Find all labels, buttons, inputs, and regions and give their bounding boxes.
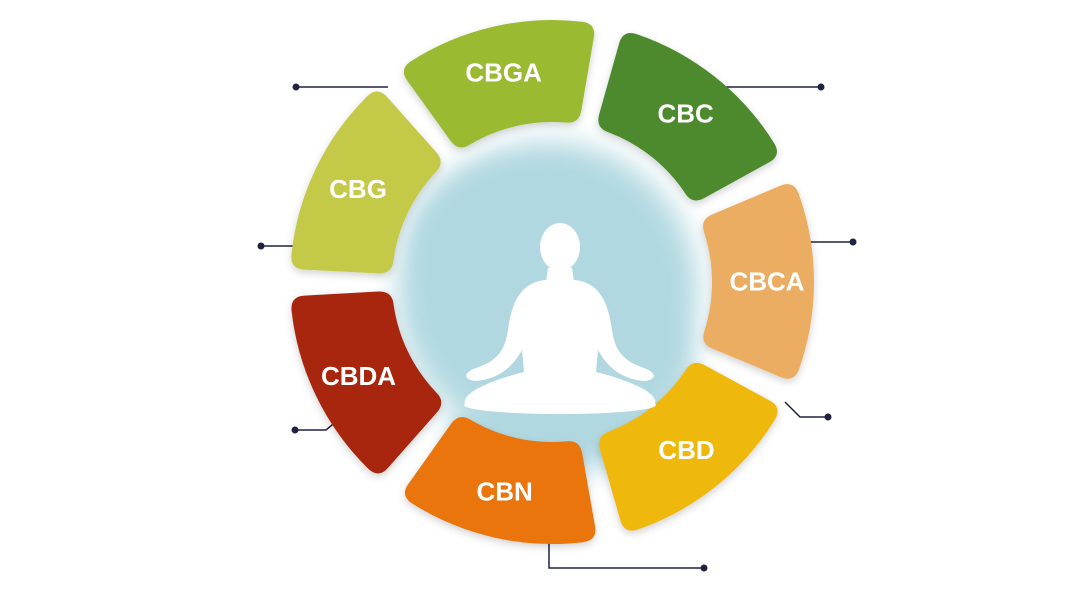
segment-label-cbga: CBGA xyxy=(465,58,542,88)
segment-cbg xyxy=(291,91,441,274)
segment-cbca xyxy=(702,184,814,379)
meditation-figure-icon xyxy=(464,223,656,414)
segment-labels: CBGA CBC CBCA CBD CBN CBDA CBG xyxy=(321,58,805,507)
segment-label-cbda: CBDA xyxy=(321,361,396,391)
connector-dot-cbc xyxy=(817,83,825,91)
connector-dot-cbca xyxy=(849,238,857,246)
connector-dot-cbda xyxy=(291,426,299,434)
segment-cbda xyxy=(291,291,442,474)
segment-cbc xyxy=(598,32,777,201)
segment-cbn xyxy=(404,416,596,544)
segment-cbd xyxy=(599,362,778,531)
connector-dot-cbn xyxy=(700,564,708,572)
ring-segments xyxy=(291,20,814,544)
segment-label-cbd: CBD xyxy=(658,435,714,465)
connector-dot-cbd xyxy=(824,413,832,421)
connector-line-cbn xyxy=(548,540,704,569)
connector-dot-cbga xyxy=(292,83,300,91)
connector-line-cbd xyxy=(784,401,828,418)
segment-label-cbn: CBN xyxy=(477,477,533,507)
segment-cbga xyxy=(403,20,595,148)
segment-label-cbca: CBCA xyxy=(729,266,804,296)
segment-label-cbg: CBG xyxy=(329,174,387,204)
connector-dot-cbg xyxy=(257,242,265,250)
segment-label-cbc: CBC xyxy=(657,99,714,129)
